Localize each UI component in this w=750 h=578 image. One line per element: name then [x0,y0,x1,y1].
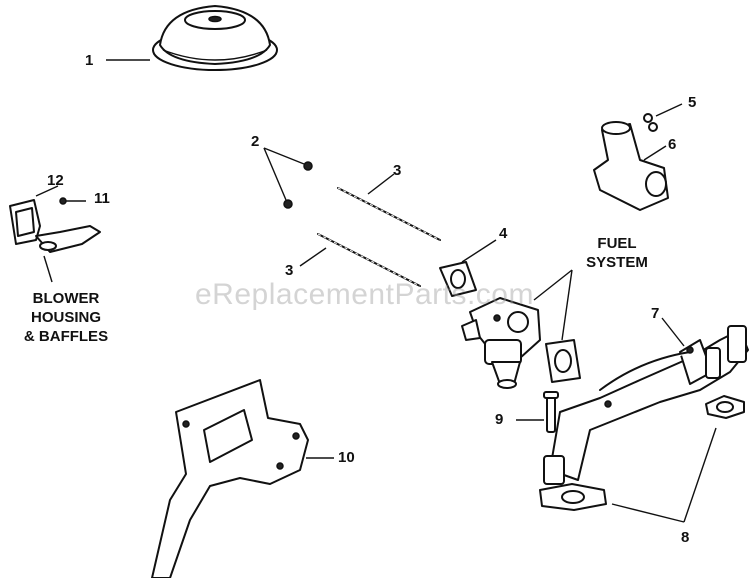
blower-housing-label: BLOWER HOUSING & BAFFLES [12,289,120,346]
blower-label-line-1: BLOWER [32,290,100,307]
part-12-blower-housing [9,199,101,253]
fuel-system-label: FUEL SYSTEM [572,234,662,272]
callout-3-lower: 3 [285,262,294,279]
fuel-system-label-line-1: FUEL [597,235,637,252]
part-10-baffle [151,379,309,578]
watermark: eReplacementParts.com [195,278,534,311]
part-9-bolt [543,391,559,433]
part-8-gaskets [539,395,745,511]
callout-12: 12 [47,172,64,189]
blower-label-line-3: & BAFFLES [23,328,109,345]
blower-label-line-2: HOUSING [30,309,101,326]
callout-3-upper: 3 [393,162,402,179]
callout-5: 5 [688,94,697,111]
callout-11: 11 [94,190,110,207]
callout-2: 2 [251,133,260,150]
callout-9: 9 [495,411,504,428]
part-4-gasket [439,261,477,297]
part-7-manifold [543,325,749,485]
carburetor [461,297,541,389]
part-2-nuts [283,161,313,209]
fuel-system-gasket [545,339,581,383]
part-5-screws [643,113,658,132]
callout-8: 8 [681,529,690,546]
part-1-cover [152,5,278,71]
callout-1: 1 [85,52,94,69]
callout-7: 7 [651,305,660,322]
part-3-studs [317,187,441,287]
callout-4: 4 [499,225,508,242]
part-11-screw [59,197,86,205]
part-6-elbow [593,121,669,211]
fuel-system-label-line-2: SYSTEM [586,254,648,271]
callout-6: 6 [668,136,677,153]
callout-10: 10 [338,449,355,466]
callout-leaders [35,59,717,523]
